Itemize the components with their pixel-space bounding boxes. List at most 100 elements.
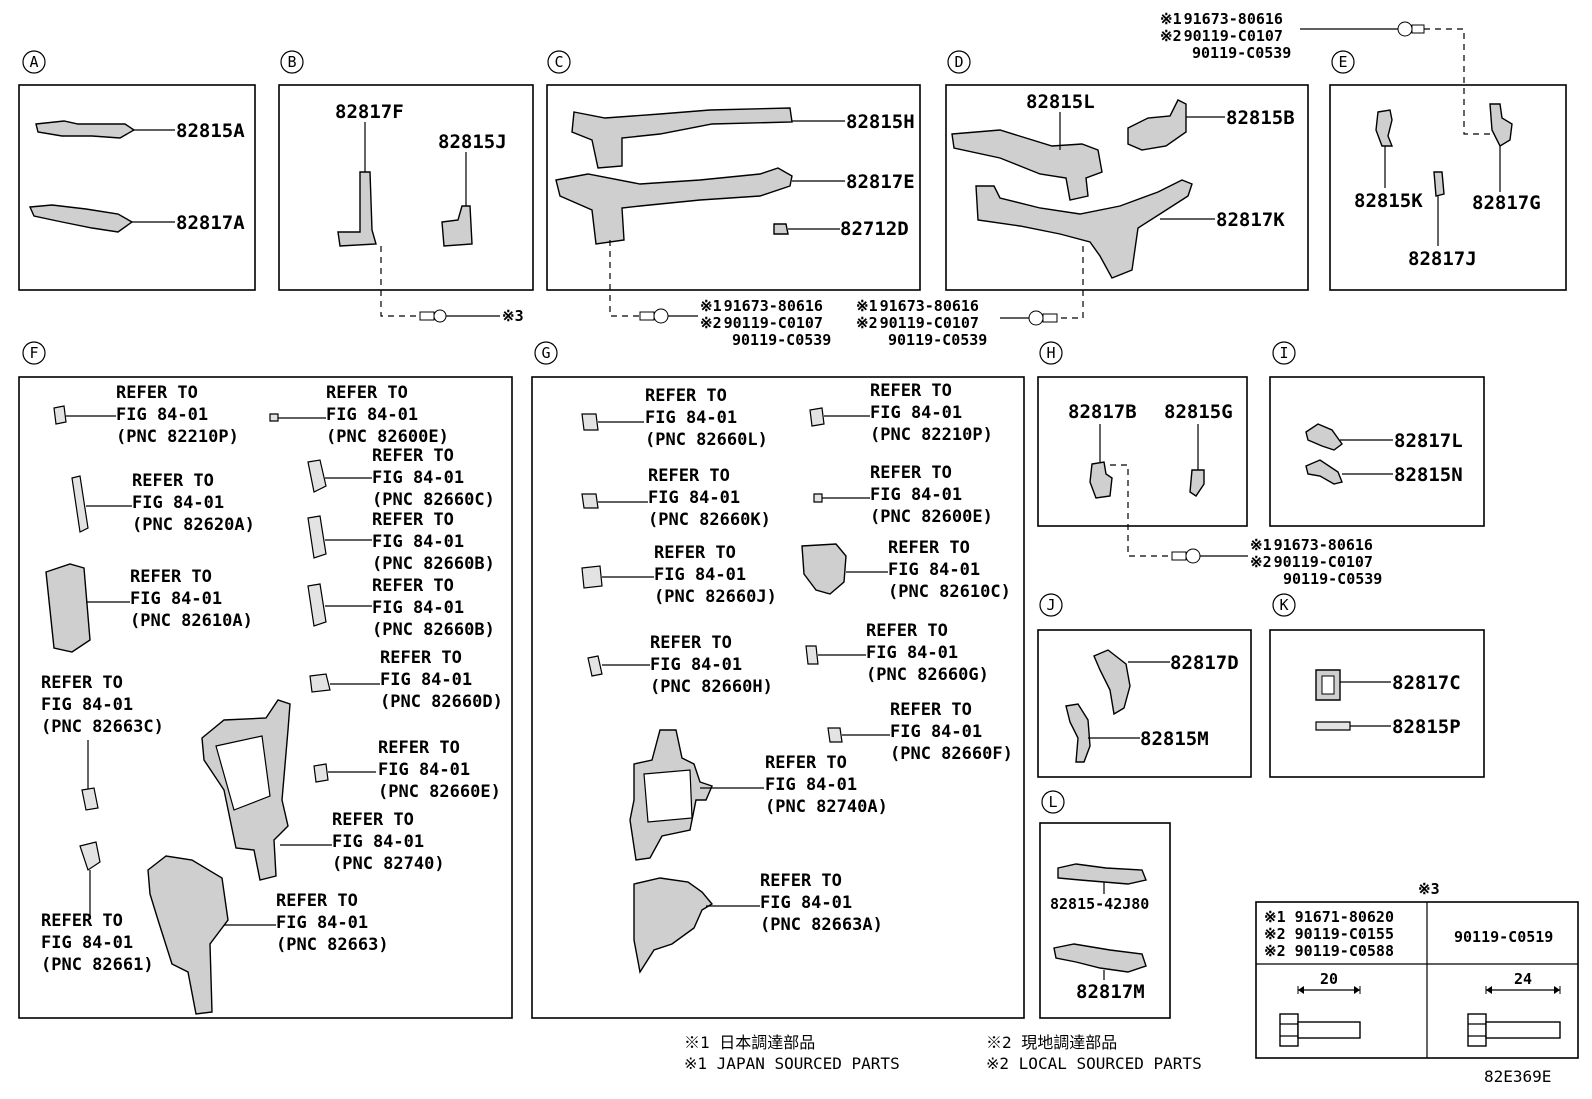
bolt-icon-e bbox=[1397, 21, 1425, 37]
footnote-jp2: ※2 現地調達部品 bbox=[986, 1033, 1117, 1052]
footnote-en2: ※2 LOCAL SOURCED PARTS bbox=[986, 1054, 1202, 1073]
f-part-82210p bbox=[53, 405, 67, 425]
part-82817f-shape bbox=[337, 171, 377, 247]
table3-title: ※3 bbox=[1418, 880, 1440, 898]
section-d-box bbox=[945, 84, 1309, 291]
table3-row2: ※2 90119-C0155 bbox=[1264, 925, 1394, 943]
part-82815l-shape bbox=[951, 129, 1103, 201]
part-82815g-shape bbox=[1189, 469, 1205, 497]
part-82817j-shape bbox=[1433, 171, 1445, 197]
bolt-icon-c bbox=[639, 308, 669, 324]
bolt-icon-b bbox=[419, 309, 447, 323]
svg-text:I: I bbox=[1279, 344, 1288, 362]
part-82815m-shape bbox=[1065, 703, 1091, 763]
part-82817a-shape bbox=[28, 204, 134, 233]
table3-row3: ※2 90119-C0588 bbox=[1264, 942, 1394, 960]
bolt-b-mark3: ※3 bbox=[502, 307, 524, 325]
section-label-g: G bbox=[534, 341, 558, 365]
part-82815k-label: 82815K bbox=[1354, 190, 1423, 212]
svg-text:A: A bbox=[29, 53, 38, 71]
svg-text:H: H bbox=[1046, 344, 1055, 362]
bolt-icon-d bbox=[1028, 310, 1058, 326]
part-82817l-label: 82817L bbox=[1394, 430, 1463, 452]
f-part-82663c bbox=[81, 787, 99, 811]
section-label-i: I bbox=[1272, 341, 1296, 365]
part-82815a-shape bbox=[35, 120, 136, 139]
section-i-box bbox=[1269, 376, 1485, 527]
g-part-82600e bbox=[813, 493, 823, 503]
f-part-82660b-1 bbox=[307, 515, 327, 559]
section-label-h: H bbox=[1039, 341, 1063, 365]
table3-right-part: 90119-C0519 bbox=[1454, 928, 1553, 946]
f-part-82663-shape bbox=[147, 855, 229, 1015]
section-label-e: E bbox=[1331, 50, 1355, 74]
section-label-f: F bbox=[22, 341, 46, 365]
part-82815p-label: 82815P bbox=[1392, 716, 1461, 738]
part-82815k-shape bbox=[1375, 109, 1394, 147]
f-part-82660e bbox=[313, 763, 329, 783]
part-82815n-label: 82815N bbox=[1394, 464, 1463, 486]
part-82817k-shape bbox=[975, 179, 1193, 279]
part-82815l-label: 82815L bbox=[1026, 91, 1095, 113]
g-part-82660j bbox=[581, 565, 603, 589]
g-part-82210p bbox=[809, 407, 825, 427]
part-82815n-shape bbox=[1305, 459, 1343, 485]
part-82815h-shape bbox=[571, 107, 793, 169]
part-82815m-label: 82815M bbox=[1140, 728, 1209, 750]
svg-text:K: K bbox=[1279, 596, 1288, 614]
svg-text:B: B bbox=[287, 53, 296, 71]
bolt-icon-h bbox=[1171, 548, 1201, 564]
part-82817g-label: 82817G bbox=[1472, 192, 1541, 214]
part-82815h-label: 82815H bbox=[846, 111, 915, 133]
section-label-k: K bbox=[1272, 593, 1296, 617]
svg-text:G: G bbox=[541, 344, 550, 362]
f-part-82660b-2 bbox=[307, 583, 327, 627]
table3-dim-24: 24 bbox=[1514, 970, 1532, 988]
part-82815a-label: 82815A bbox=[176, 120, 245, 142]
part-82817m-label: 82817M bbox=[1076, 981, 1145, 1003]
part-82817b-shape bbox=[1089, 461, 1113, 499]
section-label-a: A bbox=[22, 50, 46, 74]
part-82817a-label: 82817A bbox=[176, 212, 245, 234]
part-82817l-shape bbox=[1305, 423, 1343, 451]
f-part-82660d bbox=[309, 673, 331, 693]
part-82817j-label: 82817J bbox=[1408, 248, 1477, 270]
section-f-box bbox=[18, 376, 513, 1019]
table3-dim-20: 20 bbox=[1320, 970, 1338, 988]
section-k-box bbox=[1269, 629, 1485, 778]
g-part-82660k bbox=[581, 493, 599, 509]
part-82817d-shape bbox=[1093, 649, 1131, 716]
f-part-82660c bbox=[307, 459, 327, 493]
part-82712d-label: 82712D bbox=[840, 218, 909, 240]
part-82815p-shape bbox=[1315, 721, 1351, 731]
svg-text:F: F bbox=[29, 344, 38, 362]
footnote-en1: ※1 JAPAN SOURCED PARTS bbox=[684, 1054, 900, 1073]
section-a-box bbox=[18, 84, 256, 291]
g-part-82660h bbox=[587, 655, 603, 677]
section-label-l: L bbox=[1041, 790, 1065, 814]
bolt-h-row3: 90119-C0539 bbox=[1283, 570, 1382, 588]
